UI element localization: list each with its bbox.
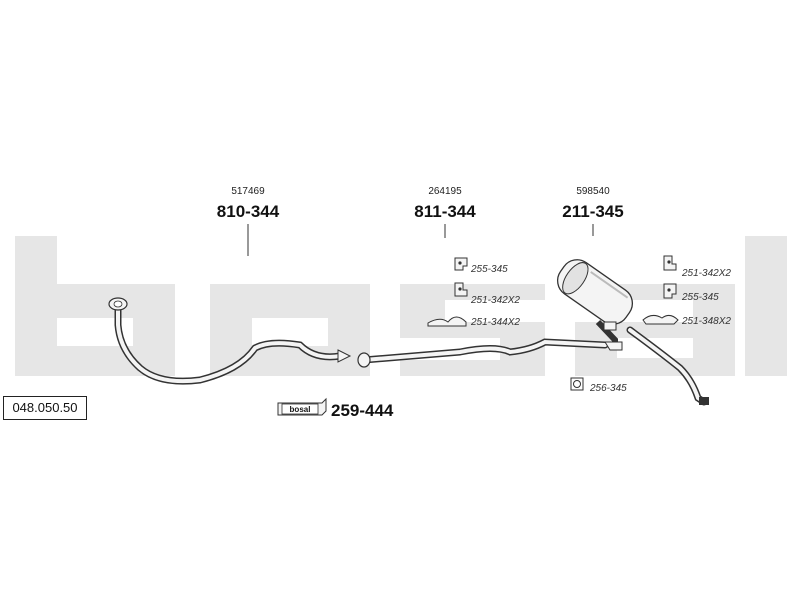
- hanger-icon: [642, 314, 679, 325]
- part-number: 811-344: [414, 202, 476, 221]
- part-number: 810-344: [217, 202, 280, 221]
- ref-number: 598540: [576, 186, 610, 197]
- accessory-label: 251-348X2: [681, 316, 731, 327]
- part-middle-pipe: 264195 811-344: [357, 186, 609, 368]
- accessory-label: 256-345: [589, 383, 627, 394]
- silencer-bracket: [603, 321, 617, 331]
- front-pipe-opening: [113, 300, 123, 308]
- accessory-251-348x2: 251-348X2: [642, 314, 731, 327]
- accessory-label: 251-342X2: [470, 295, 520, 306]
- clamp-icon: [427, 316, 467, 327]
- front-pipe-body: [116, 308, 342, 384]
- accessory-label: 255-345: [470, 264, 508, 275]
- front-pipe-end: [337, 349, 352, 363]
- accessory-label: 251-344X2: [470, 317, 520, 328]
- mounting-kit: bosal 259-444: [277, 397, 394, 420]
- ref-number: 264195: [428, 186, 462, 197]
- accessory-251-342x2-a: 251-342X2: [454, 282, 520, 306]
- accessory-256-345: 256-345: [570, 377, 627, 394]
- accessory-label: 255-345: [681, 292, 719, 303]
- part-number: 211-345: [562, 202, 623, 221]
- accessory-251-342x2-b: 251-342X2: [663, 255, 731, 279]
- tailpipe-tip: [699, 397, 709, 405]
- accessory-251-344x2: 251-344X2: [427, 316, 520, 328]
- part-front-pipe: 517469 810-344: [108, 186, 352, 385]
- ref-number: 517469: [231, 186, 265, 197]
- silencer-can: [556, 259, 634, 325]
- tailpipe-body: [628, 328, 706, 404]
- accessory-label: 251-342X2: [681, 268, 731, 279]
- accessory-255-345-b: 255-345: [663, 283, 719, 303]
- kit-part-number: 259-444: [331, 401, 394, 420]
- middle-pipe-socket: [357, 352, 371, 368]
- silencer-clamp: [604, 341, 623, 351]
- kit-brand: bosal: [290, 405, 311, 414]
- middle-pipe-body: [362, 339, 607, 362]
- diagram-reference-number: 048.050.50: [3, 396, 87, 420]
- part-rear-silencer: 598540 211-345: [556, 186, 709, 406]
- accessory-255-345-a: 255-345: [454, 257, 508, 275]
